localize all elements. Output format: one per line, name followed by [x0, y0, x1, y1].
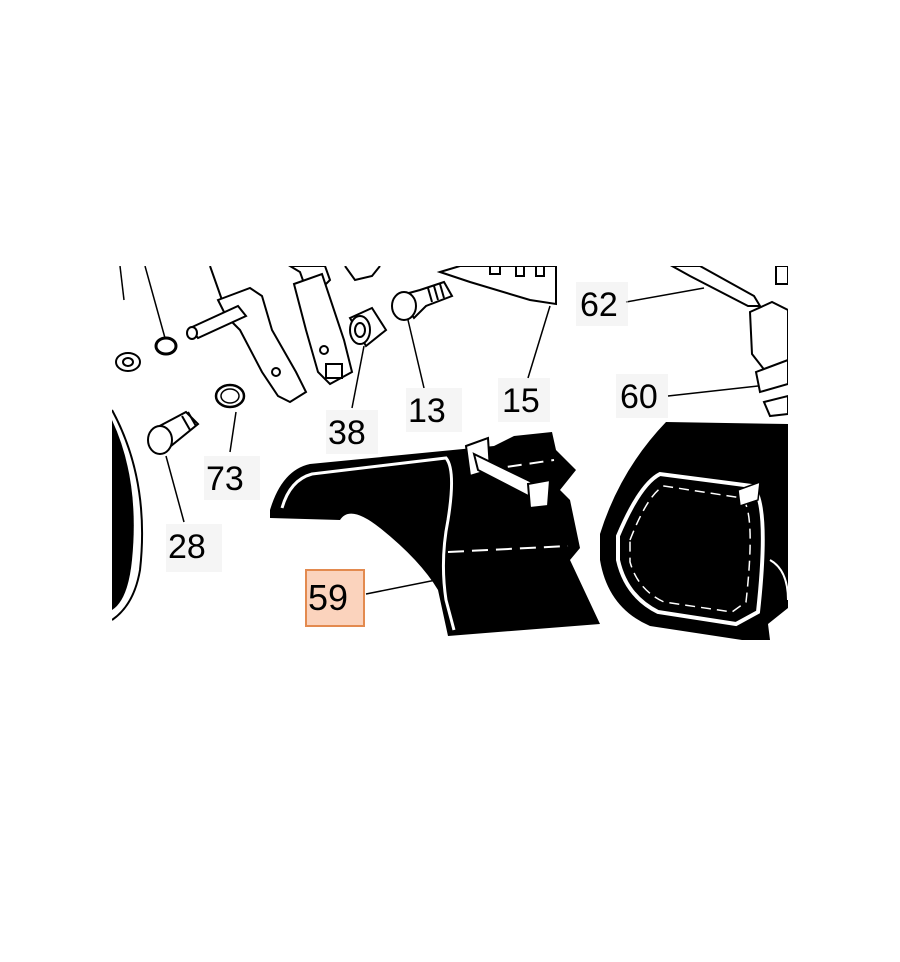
callout-59[interactable]: 59	[308, 577, 348, 618]
catcher-housing-part	[600, 422, 788, 640]
bushing-part	[348, 306, 388, 348]
washer-part	[115, 352, 141, 372]
spring-part	[754, 358, 788, 442]
callout-15[interactable]: 15	[502, 382, 540, 420]
drawing-area	[112, 266, 788, 640]
screw-part	[147, 410, 200, 455]
bracket-part	[186, 266, 308, 404]
pin-part	[669, 266, 788, 374]
leader-lines	[165, 287, 759, 595]
callout-73[interactable]: 73	[206, 460, 244, 498]
mounting-plate-part	[436, 266, 557, 306]
callout-60[interactable]: 60	[620, 378, 658, 416]
callout-13[interactable]: 13	[408, 392, 446, 430]
callout-28[interactable]: 28	[168, 528, 206, 566]
highlighted-callout-box	[305, 569, 365, 627]
linkage-bar-part	[288, 266, 354, 386]
housing-left-edge	[112, 420, 134, 610]
callout-38[interactable]: 38	[328, 414, 366, 452]
spring-clip-part	[214, 383, 246, 409]
callout-boxes	[166, 282, 668, 572]
o-ring-part	[154, 336, 178, 356]
bolt-part	[391, 280, 454, 321]
housing-left-edge-outline	[112, 409, 144, 621]
deflector-flap-part	[270, 432, 600, 636]
callout-62[interactable]: 62	[580, 286, 618, 324]
